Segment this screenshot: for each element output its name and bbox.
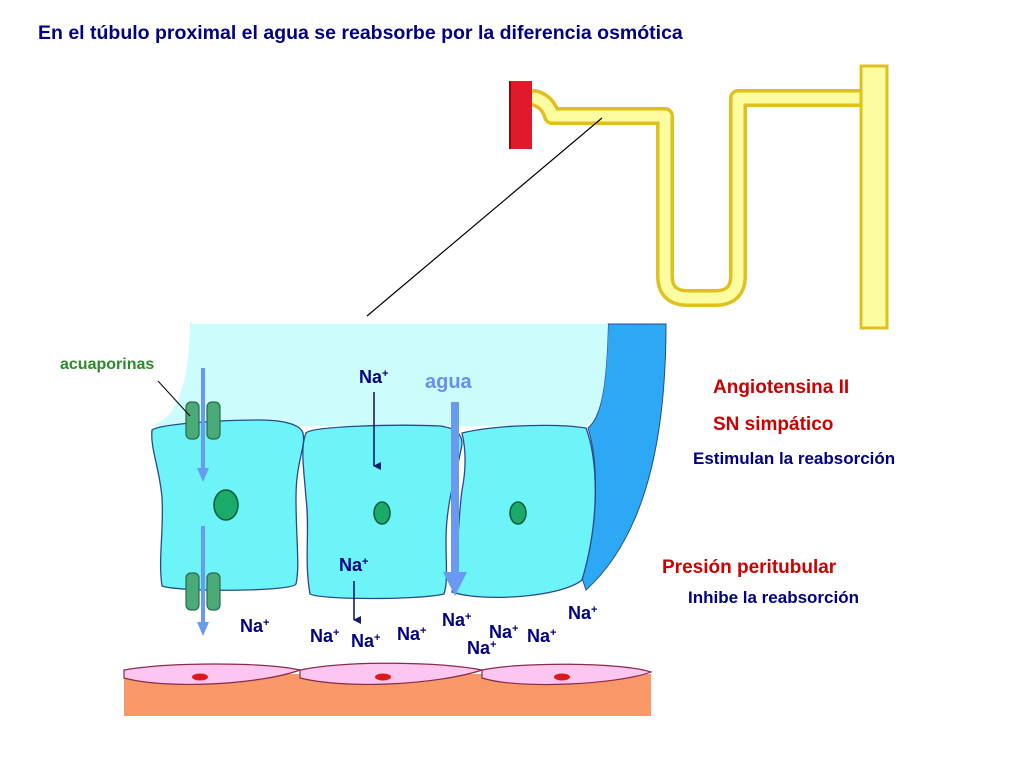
collecting-duct — [859, 64, 889, 330]
aquaporin-basal-right — [206, 572, 221, 611]
label-acuaporinas: acuaporinas — [60, 356, 154, 373]
aquaporin-basal-left — [185, 572, 200, 611]
label-agua: agua — [425, 371, 473, 393]
sodium-label: Na+ — [359, 367, 388, 387]
label-inhibe: Inhibe la reabsorción — [688, 588, 859, 607]
sodium-label: Na+ — [467, 638, 496, 658]
sodium-label: Na+ — [489, 622, 518, 642]
sodium-label: Na+ — [397, 624, 426, 644]
aquaporin-channels — [185, 401, 221, 611]
sodium-label: Na+ — [351, 631, 380, 651]
sodium-label: Na+ — [568, 603, 597, 623]
sodium-label: Na+ — [310, 626, 339, 646]
acuaporinas-pointer — [157, 380, 191, 417]
water-flow-arrows — [197, 368, 467, 636]
label-sn-simpatico: SN simpático — [713, 414, 833, 435]
glomerulus-vessel — [510, 81, 532, 149]
label-estimulan: Estimulan la reabsorción — [693, 449, 895, 468]
tubular-lumen — [150, 320, 608, 426]
cell-2-nucleus — [373, 501, 391, 525]
label-presion-peritubular: Presión peritubular — [662, 557, 837, 578]
cell-1-nucleus — [213, 489, 239, 521]
page-title: En el túbulo proximal el agua se reabsor… — [38, 22, 683, 44]
cell-3-nucleus — [509, 501, 527, 525]
sodium-label: Na+ — [527, 626, 556, 646]
red-blood-cell — [192, 673, 208, 681]
red-blood-cell — [554, 673, 570, 681]
sodium-label: Na+ — [442, 610, 471, 630]
sodium-labels: Na+ Na+ Na+ Na+ Na+ Na+ Na+ Na+ Na+ Na+ … — [240, 367, 597, 658]
peritubular-capillary — [123, 662, 653, 686]
sodium-label: Na+ — [339, 555, 368, 575]
aquaporin-apical-left — [185, 401, 200, 440]
aquaporin-apical-right — [206, 401, 221, 440]
nephron-tubule — [509, 64, 889, 330]
label-angiotensina: Angiotensina II — [713, 377, 849, 398]
zoom-pointer-line — [366, 117, 603, 317]
sodium-label: Na+ — [240, 616, 269, 636]
red-blood-cell — [375, 673, 391, 681]
